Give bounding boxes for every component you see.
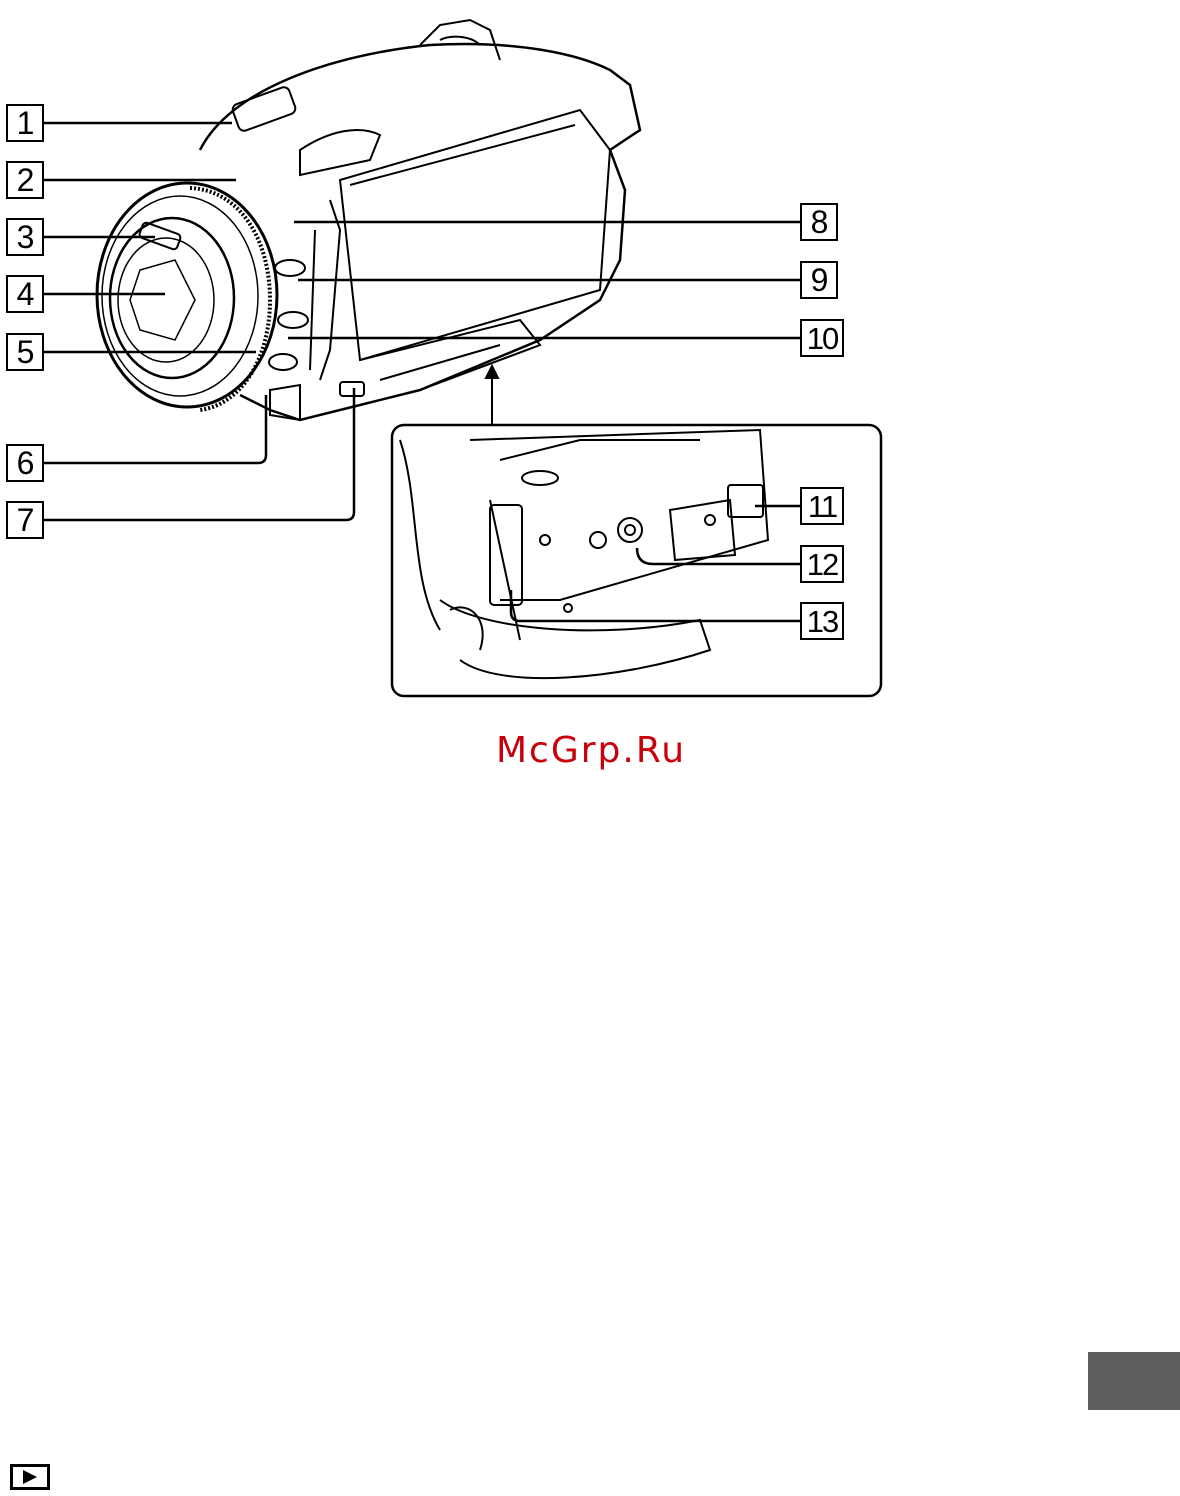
callout-5: 5 [6,333,44,371]
watermark-text: McGrp.Ru [496,730,686,771]
callout-11: 11 [800,487,844,525]
view-arrow [486,366,498,425]
callout-4: 4 [6,275,44,313]
play-icon [10,1464,50,1490]
callout-6: 6 [6,444,44,482]
callout-10: 10 [800,319,844,357]
callout-7: 7 [6,501,44,539]
callout-12: 12 [800,545,844,583]
section-tab [1088,1352,1180,1410]
callout-13: 13 [800,602,844,640]
camcorder-illustration [0,0,1180,760]
camcorder-body [200,20,640,420]
callout-8: 8 [800,203,838,241]
callout-2: 2 [6,161,44,199]
lens [97,183,277,410]
leader-lines [44,123,800,621]
callout-1: 1 [6,104,44,142]
callout-9: 9 [800,261,838,299]
callout-3: 3 [6,218,44,256]
